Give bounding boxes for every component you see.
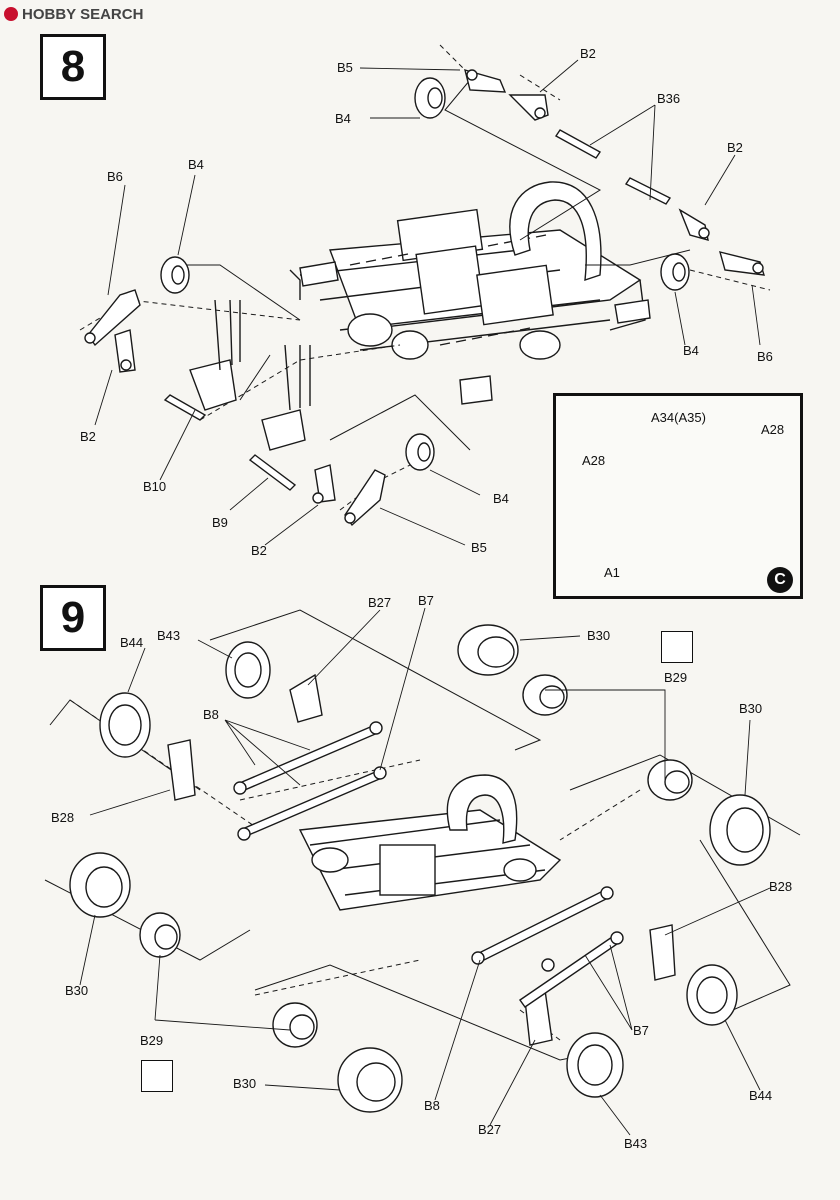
part-label: B36 (657, 91, 681, 106)
part-label: B43 (624, 1136, 648, 1151)
part-label: B6 (107, 169, 123, 184)
part-label: B28 (51, 810, 75, 825)
step-9-number: 9 (40, 585, 106, 651)
part-label: B27 (368, 595, 392, 610)
part-label: B7 (633, 1023, 649, 1038)
part-label: A1 (604, 565, 620, 580)
part-label: B29 (664, 670, 688, 685)
part-label: B44 (120, 635, 144, 650)
part-label: B5 (337, 60, 353, 75)
part-label: B6 (757, 349, 773, 364)
part-label: B30 (233, 1076, 257, 1091)
part-label: B30 (65, 983, 89, 998)
part-label: B43 (157, 628, 181, 643)
part-label: B2 (80, 429, 96, 444)
part-label: B4 (493, 491, 509, 506)
part-label: B29 (140, 1033, 164, 1048)
part-label: B28 (769, 879, 793, 894)
part-label: B2 (580, 46, 596, 61)
cement-icon (661, 631, 693, 663)
part-label: A34(A35) (651, 410, 706, 425)
inset-c-frame (553, 393, 803, 599)
part-label: B44 (749, 1088, 773, 1103)
watermark-brand: HOBBY SEARCH (4, 4, 143, 24)
inset-c-badge: C (767, 567, 793, 593)
part-label: B30 (587, 628, 611, 643)
part-label: B4 (335, 111, 351, 126)
part-label: A28 (582, 453, 606, 468)
step8-chassis (289, 181, 651, 405)
brand-name: HOBBY SEARCH (22, 5, 144, 23)
step-8-number: 8 (40, 34, 106, 100)
part-label: B2 (251, 543, 267, 558)
part-label: A28 (761, 422, 785, 437)
part-label: B10 (143, 479, 167, 494)
part-label: B4 (683, 343, 699, 358)
part-label: B8 (424, 1098, 440, 1113)
part-label: B2 (727, 140, 743, 155)
part-label: B4 (188, 157, 204, 172)
brand-logo-icon (4, 7, 18, 21)
part-label: B30 (739, 701, 763, 716)
step9-chassis (298, 774, 562, 911)
part-label: B7 (418, 593, 434, 608)
part-label: B9 (212, 515, 228, 530)
cement-icon (141, 1060, 173, 1092)
part-label: B5 (471, 540, 487, 555)
part-label: B27 (478, 1122, 502, 1137)
part-label: B8 (203, 707, 219, 722)
